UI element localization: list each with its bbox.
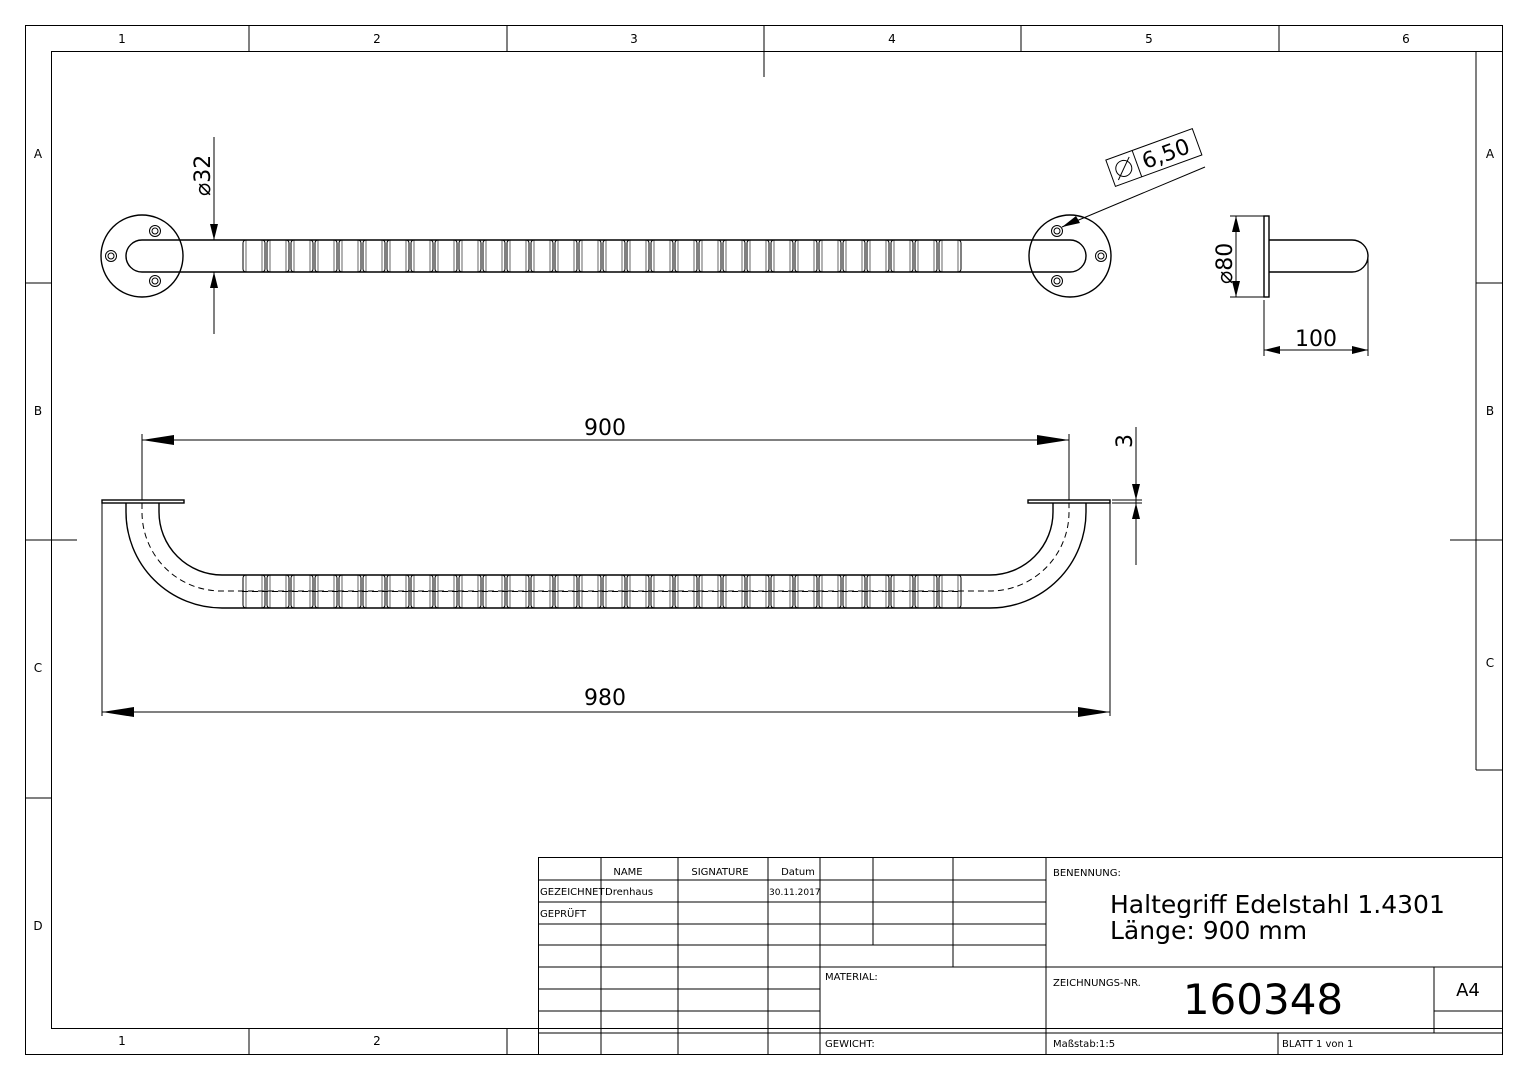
- header-signature: SIGNATURE: [691, 867, 748, 878]
- grip-ribs-top: [242, 239, 962, 273]
- top-view: [100, 214, 1112, 298]
- zone-col-5: 5: [1145, 32, 1153, 46]
- zone-row-a-left: A: [34, 147, 43, 161]
- zone-row-c-right: C: [1486, 656, 1494, 670]
- grip-rib: [722, 239, 746, 273]
- zone-row-b-left: B: [34, 404, 42, 418]
- grip-rib: [242, 239, 266, 273]
- zone-labels: 1 2 3 4 5 6 A B C D A B C 1 2: [33, 32, 1495, 1048]
- side-view: ⌀80 100: [1213, 215, 1369, 356]
- dim-plate-thickness: 3: [1112, 427, 1142, 565]
- zone-row-a-right: A: [1486, 147, 1495, 161]
- dim-tube-diameter-label: ⌀32: [191, 155, 216, 196]
- grip-rib: [578, 574, 602, 609]
- grip-rib: [770, 239, 794, 273]
- grip-rib: [602, 239, 626, 273]
- row-geprueft-role: GEPRÜFT: [540, 907, 587, 920]
- zone-col-1: 1: [118, 32, 126, 46]
- dim-inner-length: 900: [141, 416, 1070, 500]
- grip-rib: [362, 239, 386, 273]
- zone-col-6: 6: [1402, 32, 1410, 46]
- grip-rib: [290, 239, 314, 273]
- benennung-label: BENENNUNG:: [1053, 868, 1121, 879]
- drawing-title-line2: Länge: 900 mm: [1110, 916, 1307, 945]
- grip-rib: [746, 239, 770, 273]
- grip-rib: [482, 239, 506, 273]
- drawing-no-label: ZEICHNUNGS-NR.: [1053, 978, 1141, 989]
- dim-plate-thickness-label: 3: [1113, 434, 1138, 448]
- row-gezeichnet-date: 30.11.2017: [769, 888, 821, 898]
- dim-flange-diameter-label: ⌀80: [1213, 243, 1238, 284]
- grip-rib: [650, 239, 674, 273]
- dim-inner-length-label: 900: [584, 416, 626, 441]
- header-name: NAME: [613, 867, 642, 878]
- grip-rib: [266, 239, 290, 273]
- dim-projection-label: 100: [1295, 327, 1337, 352]
- dim-tube-diameter: ⌀32: [191, 137, 218, 334]
- grip-rib: [818, 574, 842, 609]
- zone-col-4: 4: [888, 32, 896, 46]
- zone-col-3: 3: [630, 32, 638, 46]
- zone-bottom-col-1: 1: [118, 1034, 126, 1048]
- grip-rib: [338, 574, 362, 609]
- sheet-format: A4: [1456, 980, 1480, 1001]
- grip-rib: [866, 239, 890, 273]
- drawing-title-line1: Haltegriff Edelstahl 1.4301: [1110, 890, 1445, 919]
- grip-rib: [314, 239, 338, 273]
- grip-rib: [818, 239, 842, 273]
- grip-rib: [458, 574, 482, 609]
- grip-rib: [434, 239, 458, 273]
- grip-rib: [338, 239, 362, 273]
- grip-rib: [890, 239, 914, 273]
- dim-hole-diameter: 6,50: [1061, 127, 1206, 228]
- front-view: [101, 499, 1111, 609]
- header-date: Datum: [781, 867, 815, 878]
- grip-rib: [794, 239, 818, 273]
- grip-rib: [458, 239, 482, 273]
- zone-col-2: 2: [373, 32, 381, 46]
- dim-overall-length-label: 980: [584, 686, 626, 711]
- grip-rib: [506, 239, 530, 273]
- drawing-number: 160348: [1183, 975, 1343, 1024]
- zone-row-c-left: C: [34, 661, 42, 675]
- dim-overall-length: 980: [101, 503, 1111, 717]
- zone-row-d-left: D: [33, 919, 42, 933]
- row-gezeichnet-role: GEZEICHNET: [540, 887, 605, 898]
- material-label: MATERIAL:: [825, 972, 878, 983]
- grip-rib: [914, 239, 938, 273]
- grip-rib: [698, 574, 722, 609]
- scale-label: Maßstab:1:5: [1053, 1039, 1115, 1050]
- dim-hole-diameter-label: 6,50: [1139, 135, 1194, 175]
- weight-label: GEWICHT:: [825, 1039, 875, 1050]
- grip-rib: [698, 239, 722, 273]
- grip-rib: [938, 239, 962, 273]
- grip-rib: [626, 239, 650, 273]
- grip-rib: [842, 239, 866, 273]
- grip-rib: [386, 239, 410, 273]
- row-gezeichnet-name: Drenhaus: [605, 887, 653, 898]
- grip-ribs-front: [242, 574, 962, 609]
- title-block: NAME SIGNATURE Datum GEZEICHNET Drenhaus…: [538, 857, 1503, 1055]
- grip-rib: [578, 239, 602, 273]
- grip-rib: [554, 239, 578, 273]
- grip-rib: [938, 574, 962, 609]
- grip-rib: [410, 239, 434, 273]
- sheet-label: BLATT 1 von 1: [1282, 1039, 1353, 1050]
- zone-row-b-right: B: [1486, 404, 1494, 418]
- grip-rib: [674, 239, 698, 273]
- zone-bottom-col-2: 2: [373, 1034, 381, 1048]
- grip-rib: [530, 239, 554, 273]
